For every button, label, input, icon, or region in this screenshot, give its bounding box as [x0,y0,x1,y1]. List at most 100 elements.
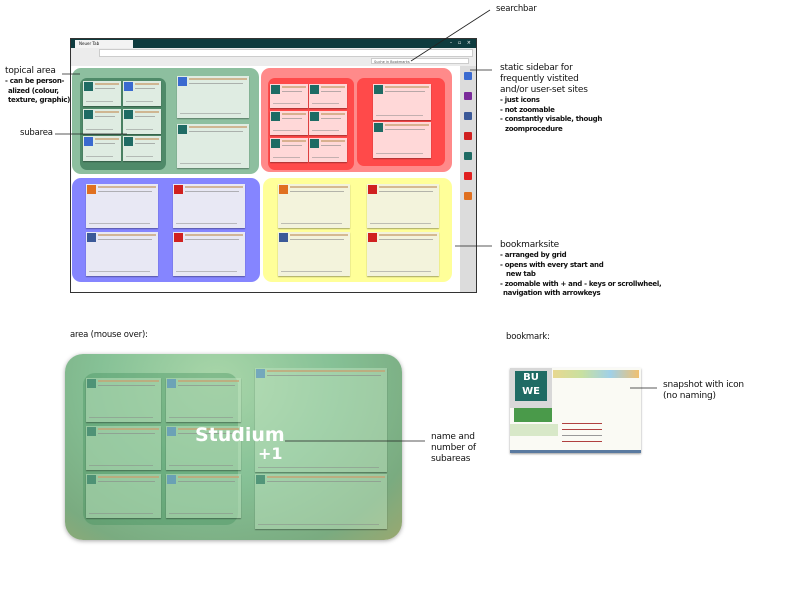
label-sidebar: static sidebar for frequently vistited a… [500,63,602,134]
label-bookmark: bookmark: [506,332,550,342]
thumbnail-detail [98,239,152,240]
bookmarksite-title: bookmarksite [500,240,559,250]
thumbnail-detail [86,156,113,157]
bookmark-thumbnail[interactable] [255,368,387,472]
site-banner [514,408,552,422]
bookmark-thumbnail[interactable] [270,84,308,108]
thumbnail-detail [273,157,300,158]
site-icon [256,369,265,378]
thumbnail-detail [98,186,156,188]
thumbnail-detail [95,116,115,117]
bookmark-thumbnail[interactable] [83,136,121,161]
thumbnail-detail [189,83,243,84]
bookmark-thumbnail[interactable] [373,122,431,158]
label-searchbar: searchbar [496,4,537,14]
note: subareas [431,454,471,464]
thumbnail-detail [185,186,243,188]
bookmark-thumbnail[interactable] [270,138,308,162]
site-icon [124,137,133,146]
bookmark-thumbnail[interactable] [166,474,241,518]
thumbnail-detail [98,433,155,434]
sidebar-title-line: static sidebar for [500,63,573,73]
bookmark-thumbnail[interactable] [86,474,161,518]
bookmark-search-input[interactable]: Suche in Bookmarks [371,58,469,64]
bookmark-thumbnail[interactable] [367,232,439,276]
bookmark-thumbnail[interactable] [270,111,308,135]
facebook-icon[interactable] [464,112,472,120]
site-icon [374,123,383,132]
thumbnail-detail [281,223,342,224]
bookmark-thumbnail[interactable] [278,232,350,276]
site-icon [84,82,93,91]
note: name and [431,432,475,442]
site-icon [368,185,377,194]
bookmark-thumbnail[interactable] [123,81,161,106]
sidebar-title-line: and/or user-set sites [500,85,588,95]
thumbnail-detail [281,271,342,272]
thumbnail-detail [376,115,423,116]
pinwheel-icon[interactable] [464,72,472,80]
thumbnail-detail [98,428,159,430]
site-icon [174,185,183,194]
bookmark-thumbnail[interactable] [173,184,245,228]
bookmark-thumbnail[interactable] [86,378,161,422]
bookmark-thumbnail[interactable] [309,138,347,162]
thumbnail-detail [267,476,385,478]
thumbnail-detail [290,239,344,240]
window-controls[interactable]: – ▫ × [449,40,473,46]
thumbnail-detail [178,433,235,434]
thumbnail-detail [178,481,235,482]
bookmark-thumbnail[interactable] [83,109,121,134]
browser-tab[interactable]: Neuer Tab [75,40,133,48]
thumbnail-detail [282,86,306,88]
bookmark-thumbnail[interactable] [83,81,121,106]
bookmark-thumbnail[interactable] [123,109,161,134]
thumbnail-detail [95,143,115,144]
thumbnail-detail [185,191,239,192]
bookmark-thumbnail[interactable] [177,76,249,118]
thumbnail-detail [135,143,155,144]
thumbnail-detail [385,124,429,126]
thumbnail-detail [385,86,429,88]
thumbnail-detail [89,223,150,224]
label-topical-area: topical area - can be person- alized (co… [5,66,70,106]
thumbnail-detail [169,513,233,514]
thumbnail-detail [312,157,339,158]
thumbnail-detail [95,88,115,89]
note: - can be person- [5,77,65,85]
bookmark-thumbnail[interactable] [86,232,158,276]
thumbnail-detail [273,130,300,131]
note: new tab [506,270,536,278]
bookmark-thumbnail[interactable] [309,84,347,108]
bookmark-thumbnail[interactable] [166,378,241,422]
bookmark-snapshot[interactable]: BU WE [510,368,641,453]
thumbnail-detail [290,191,344,192]
thumbnail-detail [258,524,379,525]
bookmark-thumbnail[interactable] [123,136,161,161]
note: (no naming) [663,391,716,401]
bookmark-thumbnail[interactable] [309,111,347,135]
bookmark-thumbnail[interactable] [166,426,241,470]
site-icon [124,110,133,119]
bookmark-thumbnail[interactable] [255,474,387,529]
bookmark-thumbnail[interactable] [367,184,439,228]
bookmark-thumbnail[interactable] [86,426,161,470]
address-bar[interactable] [99,49,473,57]
bookmark-thumbnail[interactable] [373,84,431,120]
site-icon [271,112,280,121]
site-icon [310,139,319,148]
thumbnail-detail [379,186,437,188]
leader-searchbar [410,9,491,62]
bookmark-thumbnail[interactable] [278,184,350,228]
yahoo-icon[interactable] [464,92,472,100]
bookmark-thumbnail[interactable] [86,184,158,228]
firefox-icon[interactable] [464,192,472,200]
thumbnail-detail [379,234,437,236]
buwe-icon[interactable] [464,152,472,160]
bookmark-thumbnail[interactable] [177,124,249,168]
thumbnail-detail [290,186,348,188]
youtube-icon[interactable] [464,132,472,140]
bookmark-thumbnail[interactable] [173,232,245,276]
note: number of [431,443,476,453]
sparkasse-icon[interactable] [464,172,472,180]
